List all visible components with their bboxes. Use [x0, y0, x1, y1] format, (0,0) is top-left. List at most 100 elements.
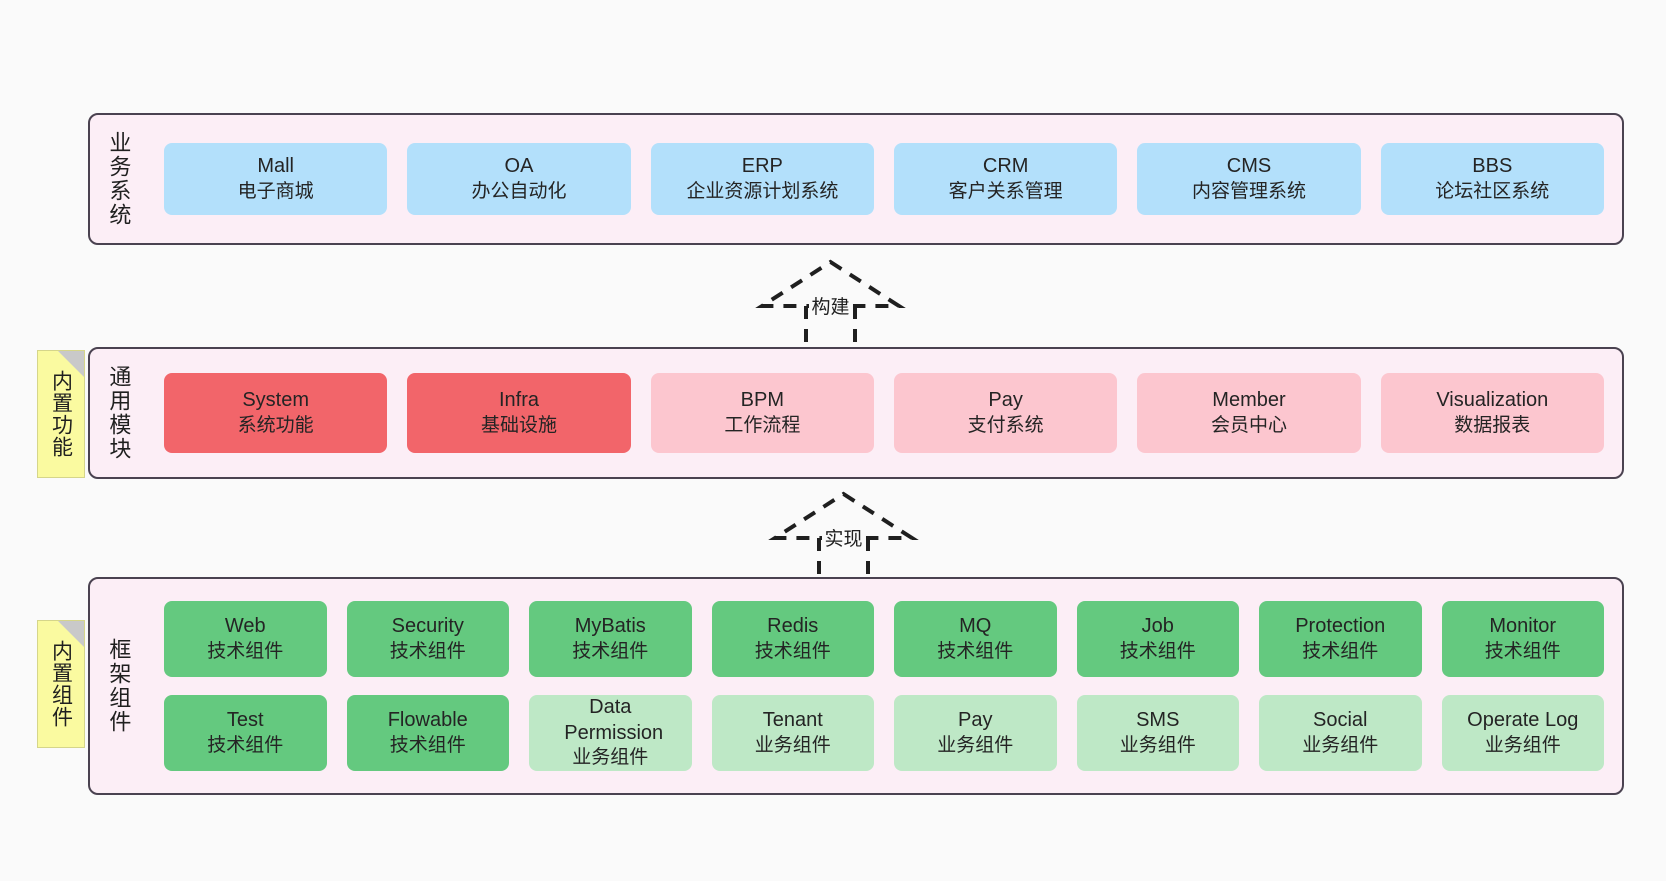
module-subtitle: 企业资源计划系统: [686, 180, 839, 202]
module-title: Visualization: [1436, 389, 1549, 412]
module-box-pay[interactable]: Pay 业务组件: [894, 695, 1057, 771]
layer-business-systems: 业务系统 Mall 电子商城 OA 办公自动化 ERP 企业资源计划系统 CRM…: [88, 113, 1624, 245]
module-title: CRM: [982, 155, 1029, 178]
module-title: Web: [224, 615, 266, 638]
note-builtin-components: 内置组件: [37, 620, 85, 748]
layer-caption-common-modules: 通用模块: [106, 365, 132, 461]
module-title: SMS: [1136, 709, 1180, 732]
module-subtitle: 会员中心: [1210, 414, 1287, 436]
module-subtitle: 电子商城: [237, 180, 314, 202]
module-subtitle: 技术组件: [1484, 640, 1561, 662]
module-box-redis[interactable]: Redis 技术组件: [711, 601, 874, 677]
module-subtitle: 技术组件: [389, 640, 466, 662]
module-box-system[interactable]: System 系统功能: [164, 373, 388, 453]
module-box-web[interactable]: Web 技术组件: [164, 601, 327, 677]
module-subtitle: 技术组件: [389, 734, 466, 756]
module-box-operate-log[interactable]: Operate Log 业务组件: [1441, 695, 1604, 771]
module-subtitle: 论坛社区系统: [1435, 180, 1550, 202]
module-subtitle: 技术组件: [754, 640, 831, 662]
module-box-security[interactable]: Security 技术组件: [346, 601, 509, 677]
module-subtitle: 技术组件: [207, 640, 284, 662]
module-title: Pay: [958, 709, 993, 732]
module-title: Monitor: [1489, 615, 1557, 638]
module-title: BPM: [740, 389, 784, 412]
module-box-tenant[interactable]: Tenant 业务组件: [711, 695, 874, 771]
module-subtitle: 业务组件: [1302, 734, 1379, 756]
note-label: 内置组件: [49, 640, 73, 728]
module-box-infra[interactable]: Infra 基础设施: [407, 373, 631, 453]
module-box-oa[interactable]: OA 办公自动化: [407, 143, 631, 215]
module-title: System: [242, 389, 309, 412]
connector-label-implement: 实现: [821, 524, 866, 551]
layer-body-business-systems: Mall 电子商城 OA 办公自动化 ERP 企业资源计划系统 CRM 客户关系…: [146, 115, 1622, 243]
module-title: Tenant: [762, 709, 823, 732]
module-title: OA: [504, 155, 534, 178]
module-subtitle: 基础设施: [480, 414, 557, 436]
module-title: Social: [1313, 709, 1368, 732]
connector-stem: [817, 538, 870, 578]
module-box-mq[interactable]: MQ 技术组件: [894, 601, 1057, 677]
module-row: Mall 电子商城 OA 办公自动化 ERP 企业资源计划系统 CRM 客户关系…: [164, 143, 1604, 215]
module-box-bbs[interactable]: BBS 论坛社区系统: [1380, 143, 1604, 215]
module-subtitle: 业务组件: [572, 747, 649, 769]
module-subtitle: 技术组件: [937, 640, 1014, 662]
module-box-pay[interactable]: Pay 支付系统: [893, 373, 1118, 453]
connector-label-build: 构建: [808, 292, 853, 319]
module-title: Mall: [257, 155, 294, 178]
module-subtitle: 内容管理系统: [1191, 180, 1306, 202]
module-box-sms[interactable]: SMS 业务组件: [1076, 695, 1239, 771]
module-subtitle: 技术组件: [1302, 640, 1379, 662]
module-title: Member: [1212, 389, 1286, 412]
module-box-erp[interactable]: ERP 企业资源计划系统: [650, 143, 874, 215]
module-title: Pay: [988, 389, 1023, 412]
layer-body-framework-components: Web 技术组件 Security 技术组件 MyBatis 技术组件 Redi…: [146, 579, 1622, 793]
module-title: Security: [391, 615, 464, 638]
layer-caption-business-systems: 业务系统: [106, 131, 132, 227]
module-box-bpm[interactable]: BPM 工作流程: [650, 373, 874, 453]
module-box-protection[interactable]: Protection 技术组件: [1259, 601, 1422, 677]
module-subtitle: 技术组件: [1119, 640, 1196, 662]
module-box-social[interactable]: Social 业务组件: [1259, 695, 1422, 771]
module-box-data-permission[interactable]: Data Permission 业务组件: [529, 695, 692, 771]
module-box-job[interactable]: Job 技术组件: [1076, 601, 1239, 677]
module-row: Test 技术组件 Flowable 技术组件 Data Permission …: [164, 695, 1604, 771]
module-subtitle: 技术组件: [207, 734, 284, 756]
module-title: Data Permission: [564, 696, 664, 744]
module-title: Flowable: [387, 709, 468, 732]
module-box-monitor[interactable]: Monitor 技术组件: [1441, 601, 1604, 677]
module-title: BBS: [1472, 155, 1513, 178]
module-box-mall[interactable]: Mall 电子商城: [164, 143, 388, 215]
module-row: Web 技术组件 Security 技术组件 MyBatis 技术组件 Redi…: [164, 601, 1604, 677]
connector-implement: 实现: [768, 490, 919, 580]
layer-caption-framework-components: 框架组件: [106, 638, 132, 734]
module-box-cms[interactable]: CMS 内容管理系统: [1137, 143, 1361, 215]
module-title: MQ: [959, 615, 992, 638]
module-box-member[interactable]: Member 会员中心: [1137, 373, 1361, 453]
note-builtin-features: 内置功能: [37, 350, 85, 478]
module-subtitle: 系统功能: [237, 414, 314, 436]
module-row: System 系统功能 Infra 基础设施 BPM 工作流程 Pay 支付系统…: [164, 373, 1604, 453]
module-box-test[interactable]: Test 技术组件: [164, 695, 327, 771]
connector-build: 构建: [755, 258, 906, 348]
module-title: CMS: [1226, 155, 1272, 178]
module-subtitle: 办公自动化: [471, 180, 567, 202]
module-subtitle: 支付系统: [967, 414, 1044, 436]
module-title: Test: [226, 709, 264, 732]
module-subtitle: 业务组件: [1119, 734, 1196, 756]
module-box-flowable[interactable]: Flowable 技术组件: [346, 695, 509, 771]
module-subtitle: 技术组件: [572, 640, 649, 662]
module-subtitle: 客户关系管理: [948, 180, 1063, 202]
module-box-crm[interactable]: CRM 客户关系管理: [893, 143, 1118, 215]
module-title: Redis: [767, 615, 819, 638]
module-subtitle: 业务组件: [937, 734, 1014, 756]
module-subtitle: 工作流程: [724, 414, 801, 436]
note-label: 内置功能: [49, 370, 73, 458]
module-box-visualization[interactable]: Visualization 数据报表: [1380, 373, 1604, 453]
module-subtitle: 业务组件: [1484, 734, 1561, 756]
module-box-mybatis[interactable]: MyBatis 技术组件: [529, 601, 692, 677]
layer-body-common-modules: System 系统功能 Infra 基础设施 BPM 工作流程 Pay 支付系统…: [146, 349, 1622, 477]
module-subtitle: 数据报表: [1454, 414, 1531, 436]
module-title: Infra: [498, 389, 539, 412]
connector-stem: [804, 306, 857, 346]
